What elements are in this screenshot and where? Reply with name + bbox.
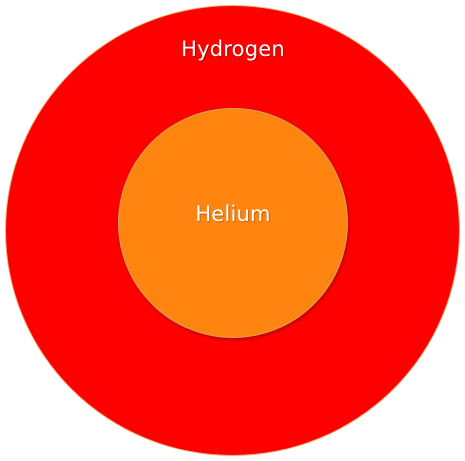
hydrogen-label: Hydrogen — [181, 37, 285, 61]
helium-circle — [118, 108, 348, 338]
helium-label: Helium — [195, 202, 271, 226]
